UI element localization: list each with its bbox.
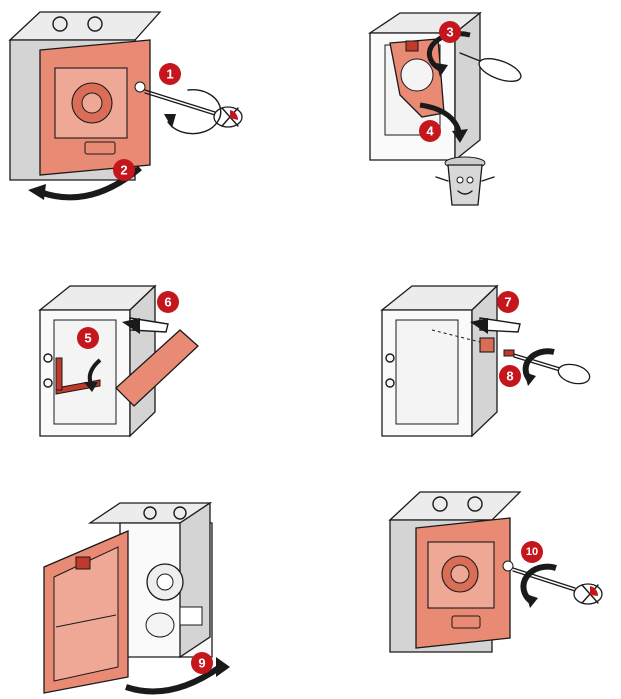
panel-step-3-4: 3 4 xyxy=(360,5,620,220)
step-badge-5: 5 xyxy=(77,327,99,349)
step-badge-8: 8 xyxy=(499,365,521,387)
screwdriver-icon xyxy=(144,89,243,128)
rotate-arrow-icon xyxy=(167,88,222,135)
svg-text:7: 7 xyxy=(504,295,511,310)
svg-text:1: 1 xyxy=(166,67,173,82)
label-card xyxy=(115,329,199,407)
rotate-arrow-icon xyxy=(520,563,557,605)
svg-text:8: 8 xyxy=(506,369,513,384)
step-badge-9: 9 xyxy=(191,652,213,674)
step-badge-3: 3 xyxy=(439,21,461,43)
step-badge-1: 1 xyxy=(159,63,181,85)
screw-cover-illustration: 10 xyxy=(388,491,603,653)
insert-block xyxy=(479,337,495,353)
panel-step-7-8: 7 8 xyxy=(372,278,612,443)
screw xyxy=(503,349,515,357)
step-badge-10: 10 xyxy=(521,541,543,563)
cable-entry xyxy=(87,16,103,32)
svg-text:6: 6 xyxy=(164,295,171,310)
step-badge-4: 4 xyxy=(419,120,441,142)
housing-top xyxy=(8,11,162,41)
svg-text:5: 5 xyxy=(84,331,91,346)
screwdriver-icon xyxy=(513,353,591,385)
close-cover-illustration: 9 xyxy=(43,501,230,695)
remove-insert-illustration: 3 4 xyxy=(367,11,522,206)
rotate-arrow-icon xyxy=(125,664,222,695)
unscrew-cover-illustration: 1 2 xyxy=(8,11,243,201)
screwdriver-icon xyxy=(459,52,522,82)
step-badge-2: 2 xyxy=(113,159,135,181)
cover-screw xyxy=(502,560,514,572)
screwdriver-icon xyxy=(512,567,603,605)
trash-can-icon xyxy=(435,156,495,206)
insert-label-illustration: 5 6 xyxy=(38,284,199,438)
svg-text:9: 9 xyxy=(198,656,205,671)
panel-step-9: 9 xyxy=(40,497,270,697)
cover-screw xyxy=(134,81,146,93)
panel-step-10: 10 xyxy=(380,480,615,670)
svg-text:3: 3 xyxy=(446,25,453,40)
panel-step-1-2: 1 2 xyxy=(0,0,300,220)
svg-text:4: 4 xyxy=(426,124,434,139)
svg-text:2: 2 xyxy=(120,163,127,178)
svg-text:10: 10 xyxy=(526,546,538,558)
cable-entry xyxy=(52,16,68,32)
step-badge-7: 7 xyxy=(497,291,519,313)
panel-step-5-6: 5 6 xyxy=(30,278,230,443)
fix-insert-illustration: 7 8 xyxy=(380,284,591,438)
step-badge-6: 6 xyxy=(157,291,179,313)
